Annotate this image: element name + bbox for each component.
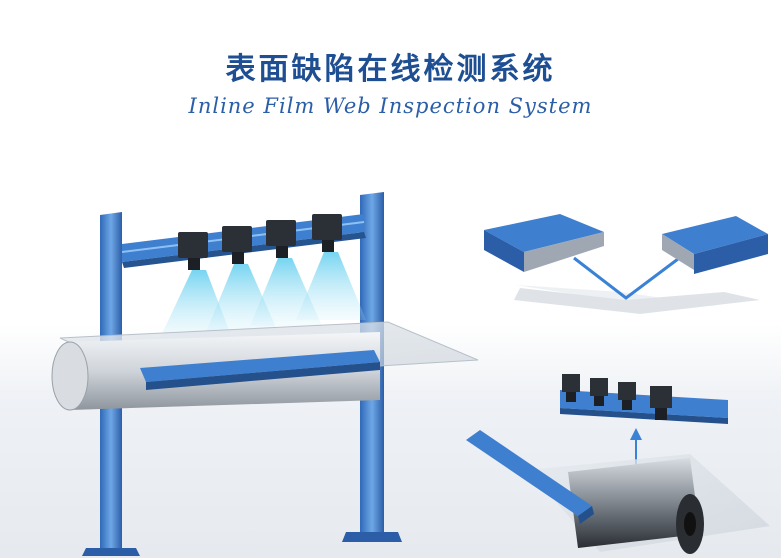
side-light-detail	[484, 214, 768, 314]
camera-icon	[266, 220, 296, 258]
light-beams	[160, 252, 366, 338]
camera-icon	[618, 382, 636, 410]
camera-icon	[562, 374, 580, 402]
page-title: 表面缺陷在线检测系统	[225, 52, 556, 87]
camera-icon	[178, 232, 208, 270]
page-subtitle: Inline Film Web Inspection System	[188, 94, 593, 118]
light-bar-icon	[466, 430, 594, 524]
camera-icon	[650, 386, 672, 420]
light-bar-icon	[662, 216, 768, 274]
gantry-cameras	[178, 214, 342, 270]
camera-icon	[222, 226, 252, 264]
camera-icon	[312, 214, 342, 252]
camera-icon	[590, 378, 608, 406]
light-bar-icon	[484, 214, 604, 272]
light-bar-icon	[140, 350, 380, 390]
bottom-right-detail	[466, 374, 770, 554]
